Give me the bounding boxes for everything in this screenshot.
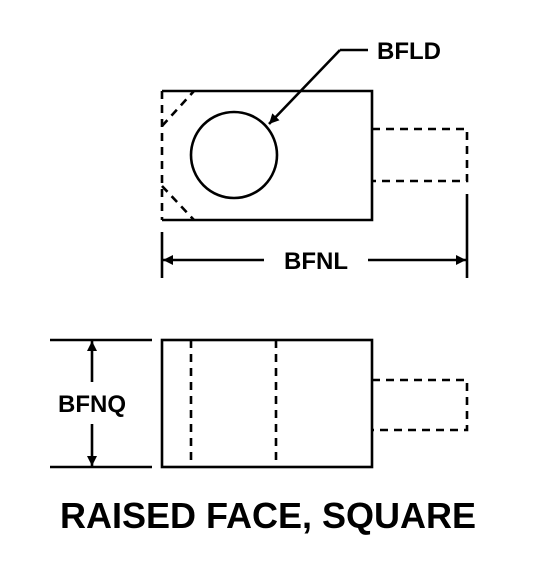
top-view-chamfer-bottom [161,185,195,221]
side-view-stem-hidden [372,378,469,432]
bfnl-label: BFNL [284,248,348,275]
side-view-body [160,338,374,469]
bfld-label: BFLD [377,38,441,65]
top-view-chamfer-top [161,90,195,127]
top-view [160,89,469,222]
side-view [160,338,469,469]
diagram-caption: RAISED FACE, SQUARE [60,495,476,536]
bfnl-dimension [160,194,469,278]
top-view-body [162,89,374,222]
bore-hole-circle [189,110,279,200]
bfld-leader [268,48,368,125]
bfnq-label: BFNQ [58,391,126,418]
top-view-stem-hidden [372,127,469,183]
bfnq-dimension [50,338,152,469]
